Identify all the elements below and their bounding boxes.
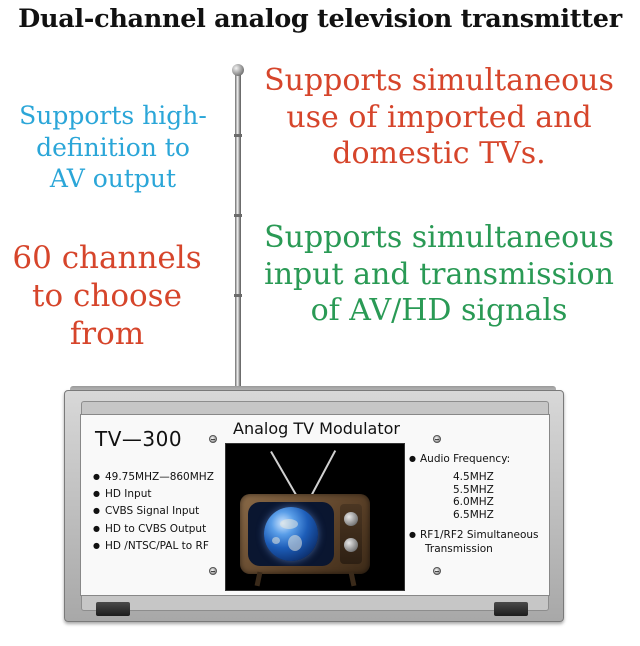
audio-frequency-list: 4.5MHZ 5.5MHZ 6.0MHZ 6.5MHZ bbox=[453, 471, 510, 522]
screw-icon bbox=[209, 567, 217, 575]
screw-icon bbox=[433, 435, 441, 443]
device-foot bbox=[96, 602, 130, 616]
tv-knob-icon bbox=[344, 512, 358, 526]
globe-land bbox=[288, 535, 302, 551]
audio-frequency-block: Audio Frequency: 4.5MHZ 5.5MHZ 6.0MHZ 6.… bbox=[409, 453, 510, 522]
feature-hd-line: AV output bbox=[49, 164, 177, 193]
feature-signals-line: of AV/HD signals bbox=[310, 293, 568, 329]
tv-knob-icon bbox=[344, 538, 358, 552]
spec-item: 49.75MHZ—860MHZ bbox=[93, 469, 214, 486]
feature-hd-output: Supports high- definition to AV output bbox=[8, 100, 218, 195]
audio-frequency-item: 6.0MHZ bbox=[453, 496, 494, 509]
rf-transmission-line: Transmission bbox=[425, 542, 493, 555]
antenna-tip bbox=[232, 64, 244, 76]
feature-channels: 60 channels to choose from bbox=[4, 240, 210, 353]
feature-tvs-line: use of imported and bbox=[286, 99, 592, 135]
feature-signals: Supports simultaneous input and transmis… bbox=[250, 220, 628, 330]
feature-signals-line: input and transmission bbox=[264, 256, 614, 292]
tv-antenna bbox=[308, 450, 337, 501]
tv-control-panel bbox=[340, 504, 362, 564]
display-screen bbox=[225, 443, 405, 591]
antenna-rod bbox=[234, 74, 242, 392]
earth-globe-icon bbox=[264, 507, 318, 561]
antenna-segment bbox=[234, 134, 242, 137]
audio-frequency-label: Audio Frequency: bbox=[409, 453, 510, 467]
feature-hd-line: definition to bbox=[36, 132, 190, 162]
model-label: TV—300 bbox=[95, 427, 183, 451]
feature-channels-line: 60 channels bbox=[12, 240, 202, 276]
feature-tvs-line: Supports simultaneous bbox=[264, 63, 614, 98]
retro-tv-icon bbox=[240, 494, 370, 574]
spec-item: HD Input bbox=[93, 486, 214, 503]
feature-signals-line: Supports simultaneous bbox=[264, 220, 614, 255]
feature-tvs-line: domestic TVs. bbox=[332, 136, 546, 172]
feature-channels-line: from bbox=[69, 315, 145, 352]
audio-frequency-item: 6.5MHZ bbox=[453, 509, 494, 522]
device-foot bbox=[494, 602, 528, 616]
feature-channels-line: to choose bbox=[32, 277, 182, 314]
panel-title: Analog TV Modulator bbox=[233, 419, 400, 438]
front-panel: TV—300 Analog TV Modulator 49.75MHZ—860M… bbox=[80, 414, 550, 596]
tv-screen bbox=[248, 502, 334, 566]
screw-icon bbox=[433, 567, 441, 575]
spec-item: CVBS Signal Input bbox=[93, 503, 214, 520]
antenna-segment bbox=[234, 214, 242, 217]
rf-transmission-block: RF1/RF2 Simultaneous Transmission bbox=[409, 529, 539, 556]
audio-frequency-item: 5.5MHZ bbox=[453, 483, 494, 496]
spec-item: HD to CVBS Output bbox=[93, 521, 214, 538]
feature-hd-line: Supports high- bbox=[19, 101, 207, 130]
rf-transmission-line: RF1/RF2 Simultaneous bbox=[409, 529, 539, 541]
spec-list: 49.75MHZ—860MHZ HD Input CVBS Signal Inp… bbox=[93, 469, 214, 555]
audio-frequency-item: 4.5MHZ bbox=[453, 470, 494, 483]
feature-tvs: Supports simultaneous use of imported an… bbox=[250, 63, 628, 173]
globe-land bbox=[272, 537, 280, 544]
globe-land bbox=[280, 519, 298, 529]
headline: Dual-channel analog television transmitt… bbox=[18, 4, 622, 34]
antenna-segment bbox=[234, 294, 242, 297]
screw-icon bbox=[209, 435, 217, 443]
spec-item: HD /NTSC/PAL to RF bbox=[93, 538, 214, 555]
